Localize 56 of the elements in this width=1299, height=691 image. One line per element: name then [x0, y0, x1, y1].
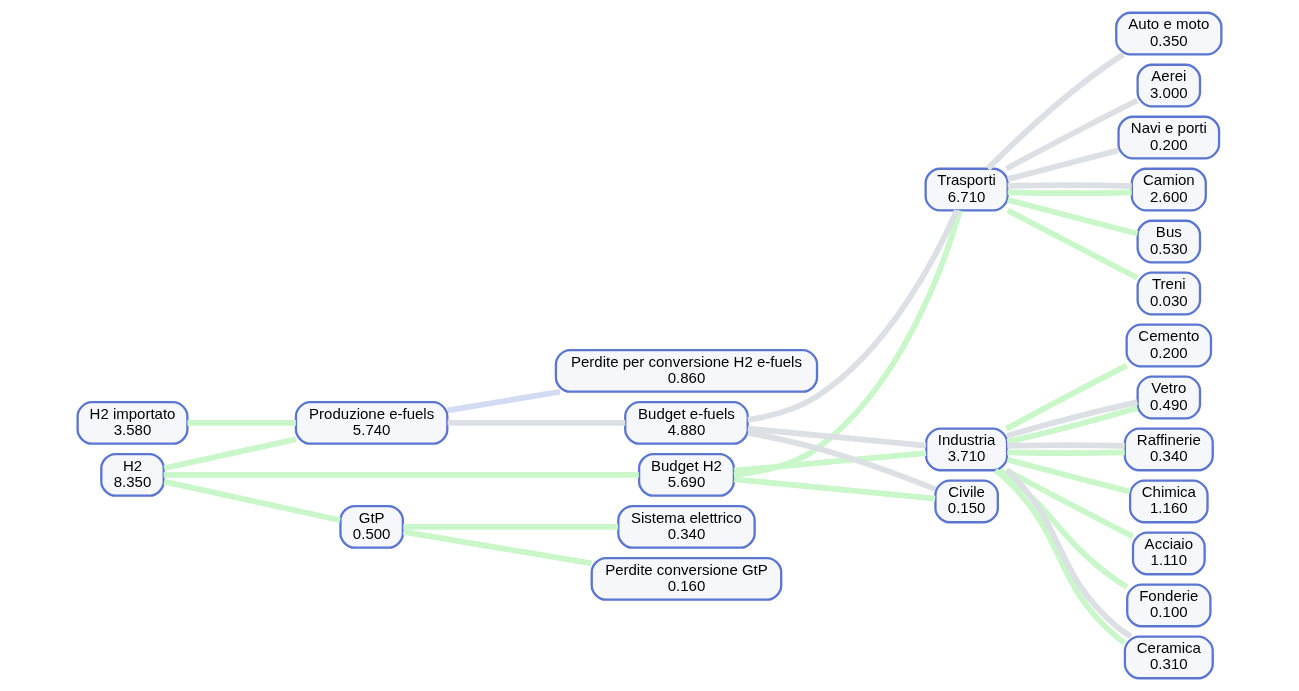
connector: [187, 420, 296, 426]
node-box: Fonderie 0.100: [1126, 583, 1212, 628]
connector: [447, 388, 561, 414]
connector: [747, 430, 937, 492]
node-box: Industria 3.710: [925, 427, 1009, 472]
connector: [1007, 189, 1132, 196]
node-box: Cemento 0.200: [1125, 323, 1213, 368]
connector: [733, 476, 936, 502]
node-box: Budget e-fuels 4.880: [624, 400, 749, 445]
node-box: Civile 0.150: [934, 479, 999, 524]
node-box: Treni 0.030: [1136, 271, 1202, 316]
connector: [1007, 182, 1132, 189]
connector: [747, 425, 927, 449]
node-box: Raffinerie 0.340: [1123, 427, 1214, 472]
node-box: Budget H2 5.690: [637, 452, 735, 497]
node-box: Produzione e-fuels 5.740: [294, 400, 449, 445]
connector: [1006, 456, 1131, 495]
node-box: GtP 0.500: [339, 504, 404, 549]
node-box: Auto e moto 0.350: [1115, 11, 1223, 56]
connector: [447, 420, 626, 426]
node-box: Perdite conversione GtP 0.160: [590, 556, 783, 601]
connector: [1007, 449, 1125, 456]
connector: [1007, 442, 1125, 449]
node-box: Chimica 1.160: [1128, 479, 1209, 524]
connector: [403, 524, 619, 530]
connector: [985, 51, 1125, 171]
node-box: Ceramica 0.310: [1123, 635, 1214, 680]
node-box: Acciaio 1.110: [1131, 531, 1206, 576]
connector: [1007, 197, 1139, 237]
node-box: Camion 2.600: [1130, 167, 1207, 212]
connector: [1006, 207, 1139, 281]
connector: [1007, 147, 1119, 182]
connector: [1005, 97, 1139, 172]
connector: [747, 209, 960, 423]
connector: [402, 529, 593, 567]
node-box: Perdite per conversione H2 e-fuels 0.860: [554, 348, 819, 393]
connector: [1006, 405, 1139, 445]
connector: [1004, 467, 1133, 639]
node-box: Navi e porti 0.200: [1117, 115, 1221, 160]
connector: [998, 468, 1129, 590]
node-box: Aerei 3.000: [1136, 63, 1202, 108]
node-box: H2 8.350: [100, 452, 165, 497]
connector: [1005, 363, 1128, 432]
connector: [733, 209, 963, 478]
connector: [993, 468, 1127, 646]
node-box: Trasporti 6.710: [924, 167, 1009, 212]
node-box: Bus 0.530: [1136, 219, 1202, 264]
connector: [733, 450, 927, 474]
connector: [1005, 467, 1135, 539]
node-box: Sistema elettrico 0.340: [617, 504, 756, 549]
connector: [163, 478, 341, 524]
node-box: H2 importato 3.580: [76, 400, 189, 445]
connector: [163, 472, 639, 478]
connector: [1006, 399, 1138, 439]
node-box: Vetro 0.490: [1136, 375, 1202, 420]
connector: [163, 436, 297, 472]
